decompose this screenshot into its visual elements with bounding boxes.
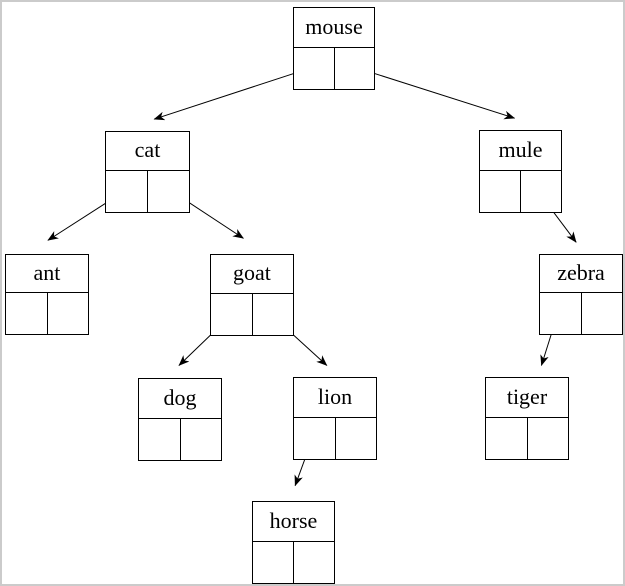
tree-node-zebra: zebra [539,254,623,335]
tree-node-dog: dog [138,378,222,461]
tree-node-goat: goat [210,254,294,336]
tree-node-tiger: tiger [485,377,569,460]
node-pointer-cells [253,542,334,583]
node-pointer-cells [294,418,376,459]
tree-node-ant: ant [5,254,89,335]
right-pointer-cell [528,418,569,459]
left-pointer-cell [294,418,336,459]
node-label-goat: goat [211,255,293,294]
node-pointer-cells [294,48,374,89]
left-pointer-cell [486,418,528,459]
edge-mouse-left-to-cat [153,67,313,121]
node-label-ant: ant [6,255,88,293]
node-label-horse: horse [253,502,334,542]
node-pointer-cells [211,294,293,335]
node-label-mouse: mouse [294,8,374,48]
left-pointer-cell [294,48,335,89]
node-pointer-cells [540,293,622,334]
node-pointer-cells [106,171,189,212]
right-pointer-cell [294,542,334,583]
right-pointer-cell [521,171,561,212]
left-pointer-cell [139,419,181,460]
right-pointer-cell [582,293,623,334]
tree-node-mouse: mouse [293,7,375,90]
right-pointer-cell [336,418,377,459]
tree-node-cat: cat [105,131,190,213]
right-pointer-cell [335,48,375,89]
node-pointer-cells [480,171,561,212]
left-pointer-cell [480,171,521,212]
tree-node-mule: mule [479,130,562,213]
tree-node-horse: horse [252,501,335,584]
node-pointer-cells [486,418,568,459]
node-label-mule: mule [480,131,561,171]
right-pointer-cell [48,293,89,334]
right-pointer-cell [181,419,222,460]
node-pointer-cells [139,419,221,460]
node-label-cat: cat [106,132,189,171]
left-pointer-cell [106,171,148,212]
node-label-dog: dog [139,379,221,419]
left-pointer-cell [211,294,253,335]
node-label-tiger: tiger [486,378,568,418]
left-pointer-cell [253,542,294,583]
tree-node-lion: lion [293,377,377,460]
right-pointer-cell [253,294,294,335]
edge-mouse-right-to-mule [352,66,516,120]
node-label-lion: lion [294,378,376,418]
right-pointer-cell [148,171,189,212]
left-pointer-cell [540,293,582,334]
node-label-zebra: zebra [540,255,622,293]
node-pointer-cells [6,293,88,334]
left-pointer-cell [6,293,48,334]
